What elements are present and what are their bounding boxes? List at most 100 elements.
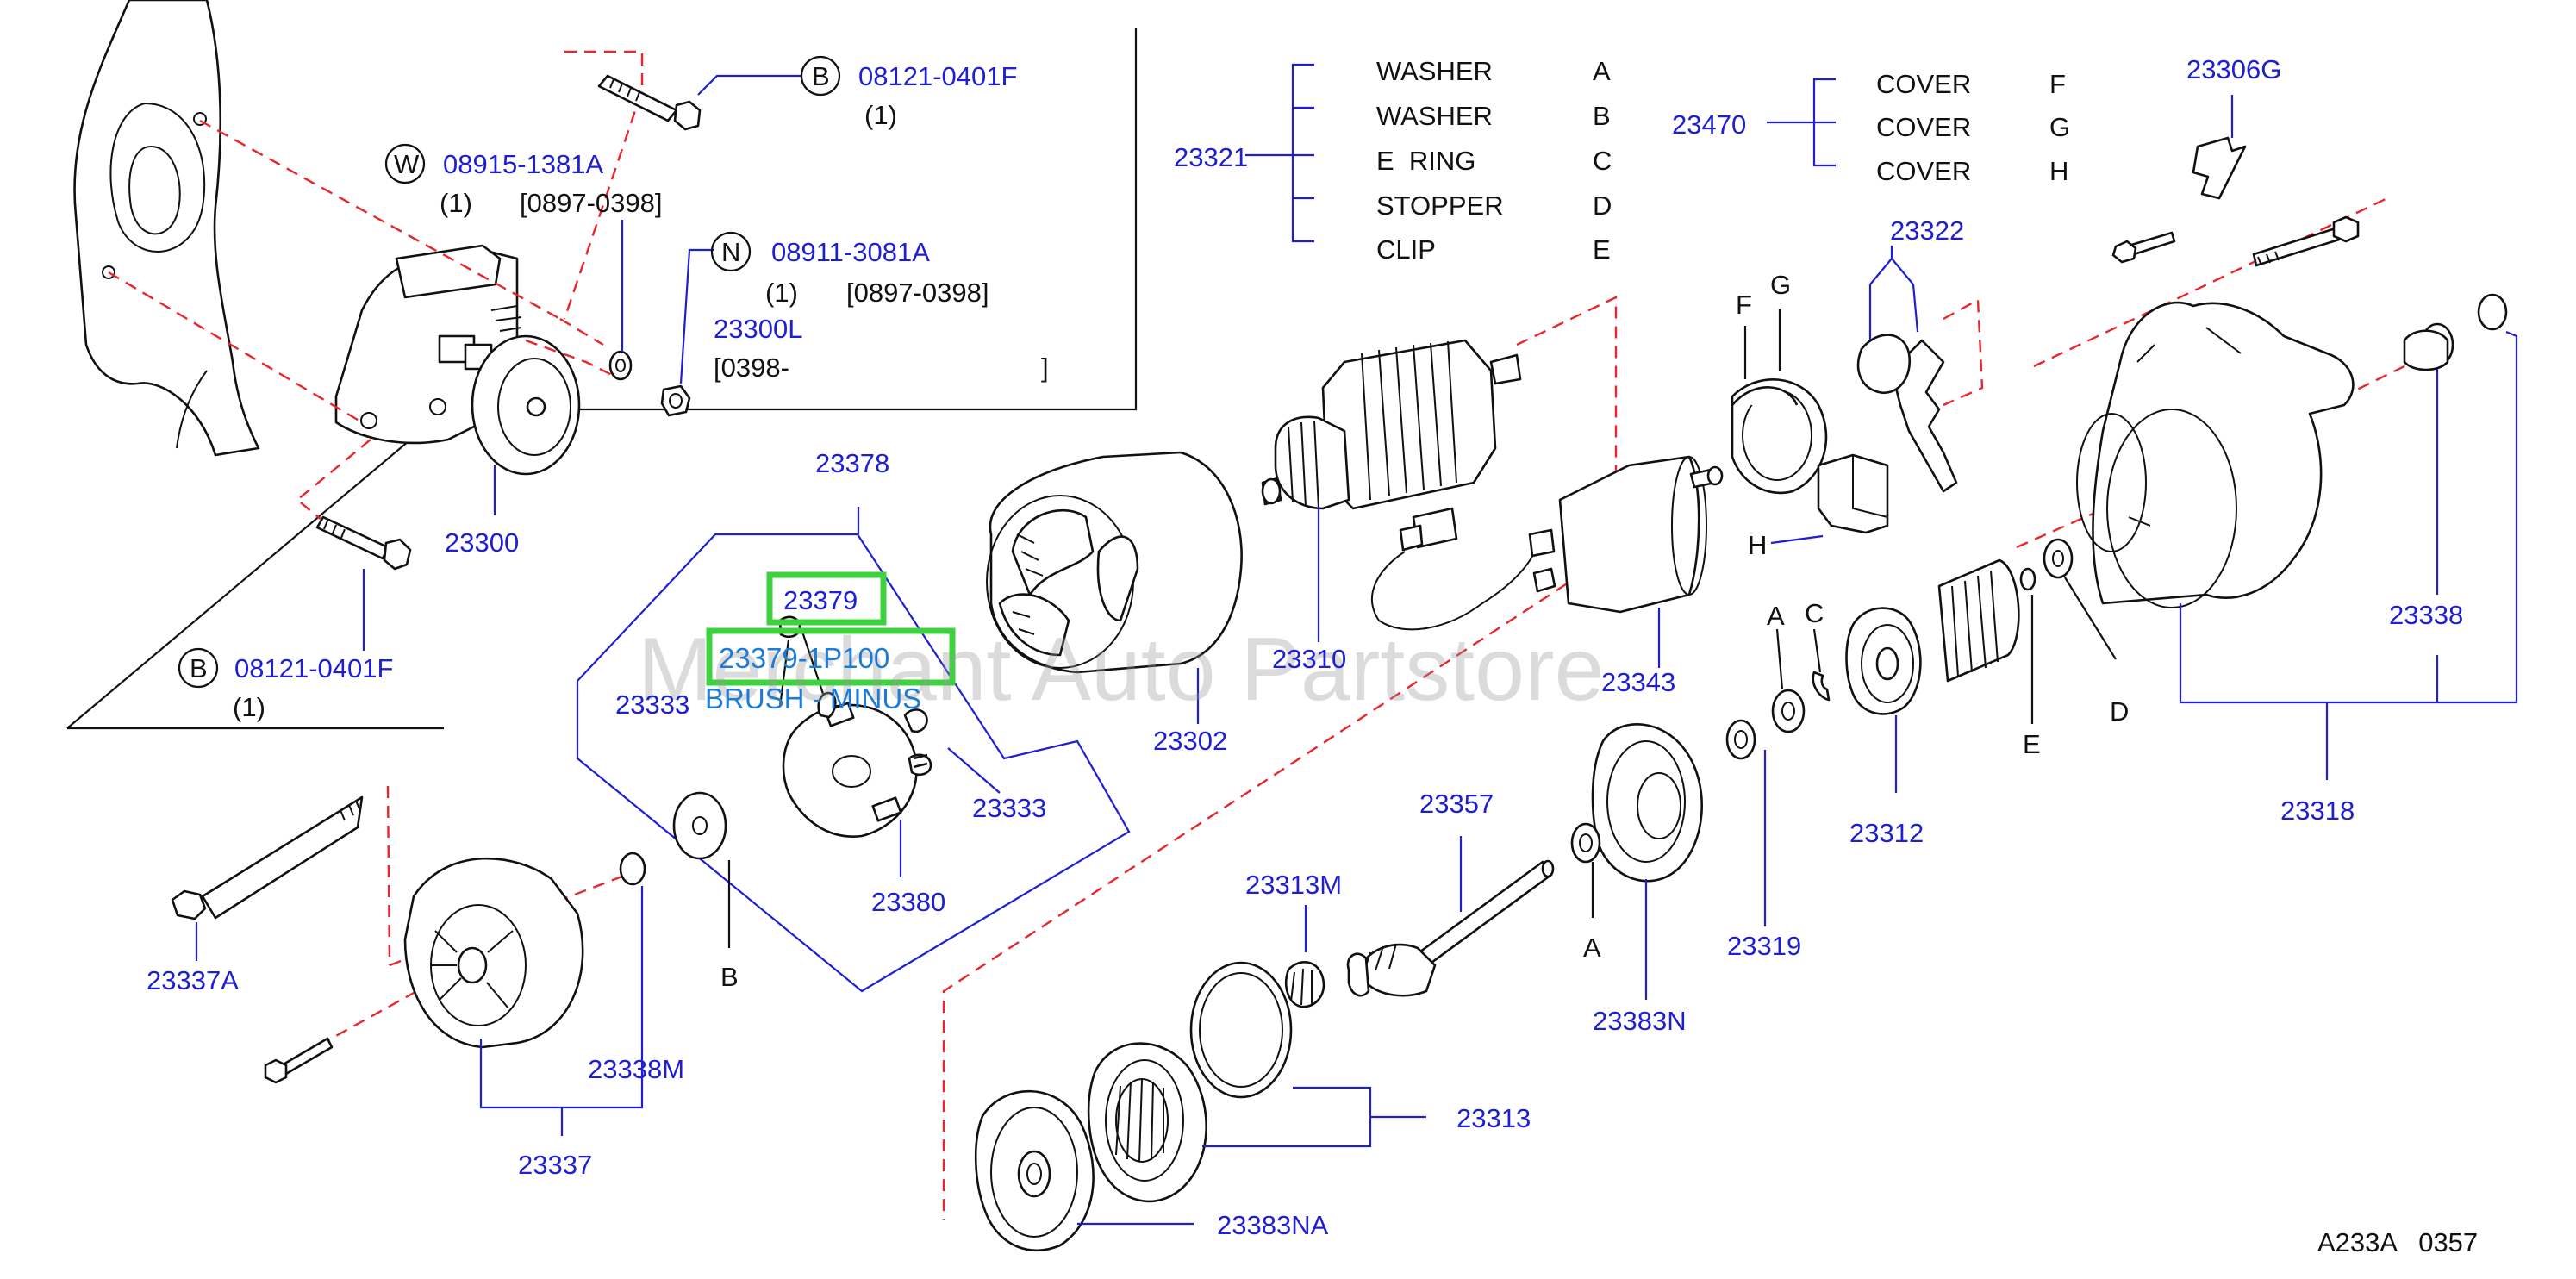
washer-a-left-hole	[1579, 833, 1593, 852]
guide-line	[942, 550, 1617, 1220]
part-number-23470[interactable]: 23470	[1672, 109, 1746, 140]
rear-cover-hub	[457, 946, 488, 984]
quantity-label: (1)	[864, 100, 897, 130]
part-number-23300l[interactable]: 23300L	[714, 314, 802, 344]
planet-gear-23313m	[1284, 961, 1325, 1008]
part-number-23383na[interactable]: 23383NA	[1217, 1210, 1329, 1240]
rear-cover-body	[403, 857, 584, 1049]
callout-letter-b-top: B	[812, 61, 830, 91]
part-number-23343[interactable]: 23343	[1601, 667, 1675, 697]
pinion-shaft-flange	[1346, 952, 1370, 997]
inset-boundary-line	[66, 28, 1138, 729]
part-number-23338[interactable]: 23338	[2389, 600, 2463, 630]
housing-bolt-head	[2332, 215, 2360, 243]
part-number-08915[interactable]: 08915-1381A	[443, 149, 603, 179]
part-number-23383n[interactable]: 23383N	[1593, 1006, 1687, 1036]
starter-motor-assembly	[334, 244, 581, 476]
guide-line	[199, 119, 561, 321]
legend-item-code: G	[2049, 112, 2070, 142]
armature-pinion-end	[1489, 353, 1522, 385]
bolt-threads	[609, 78, 640, 102]
washer-b-hole	[692, 816, 708, 835]
part-number-08121-top[interactable]: 08121-0401F	[858, 61, 1017, 91]
legend-23470	[1767, 78, 1836, 167]
part-number-23333-left[interactable]: 23333	[615, 689, 689, 720]
leader-washer-a-right	[1775, 628, 1784, 690]
rear-cover-screw-head	[264, 1058, 288, 1084]
connector-wire	[1370, 533, 1544, 631]
part-number-23337a[interactable]: 23337A	[147, 965, 239, 995]
letter-label-e: E	[2023, 729, 2041, 759]
letter-label-a-lower: A	[1583, 933, 1601, 963]
mount-bolt-bottom	[315, 515, 412, 571]
bracket-screw-head	[2111, 240, 2137, 264]
shift-lever	[1890, 339, 1958, 493]
solenoid-terminal	[1532, 567, 1556, 593]
part-number-23321[interactable]: 23321	[1174, 142, 1248, 172]
letter-label-b: B	[720, 962, 739, 992]
part-number-23313[interactable]: 23313	[1456, 1103, 1531, 1133]
leader-23313-bracket	[1202, 1086, 1372, 1148]
part-number-23379[interactable]: 23379	[783, 585, 858, 615]
legend-item-code: H	[2049, 156, 2068, 186]
front-cover-bushing-hole	[1026, 1163, 1042, 1185]
part-number-23319[interactable]: 23319	[1727, 931, 1801, 961]
callout-letter-w: W	[394, 149, 420, 179]
washer-a-right	[1771, 689, 1806, 733]
part-number-23306g[interactable]: 23306G	[2186, 54, 2281, 84]
figure-code: A233A 0357	[2317, 1227, 2478, 1257]
leader-23333-left	[778, 639, 790, 708]
brush-holder-cluster	[576, 507, 1131, 993]
part-number-23333-right[interactable]: 23333	[972, 793, 1046, 823]
date-range-label: [0897-0398]	[520, 188, 662, 218]
date-range-label-close: ]	[1041, 353, 1049, 383]
callout-circle-b-bottom	[178, 647, 219, 689]
part-number-23310[interactable]: 23310	[1272, 644, 1346, 674]
part-number-23322[interactable]: 23322	[1890, 215, 1964, 246]
bushing-23338-b	[2403, 329, 2449, 371]
stopper-d-hole	[2052, 550, 2064, 567]
part-number-23318[interactable]: 23318	[2280, 795, 2355, 826]
drive-housing	[2092, 301, 2355, 605]
solenoid-face	[1671, 456, 1707, 596]
connector-plug	[1399, 524, 1424, 552]
brush-lead	[817, 691, 837, 719]
armature-slots	[1361, 340, 1457, 501]
part-number-23300[interactable]: 23300	[445, 527, 519, 558]
part-number-23379-1p100[interactable]: 23379-1P100	[719, 642, 889, 674]
engine-bolt-hole	[193, 112, 207, 126]
commutator-bars	[1288, 420, 1319, 509]
part-number-23380[interactable]: 23380	[871, 887, 945, 917]
brush-holder-plate	[782, 703, 918, 838]
guide-line	[525, 339, 621, 381]
engine-edge	[176, 370, 208, 449]
part-number-23378[interactable]: 23378	[815, 448, 889, 478]
part-number-23302[interactable]: 23302	[1153, 726, 1227, 756]
date-range-label: [0398-	[714, 353, 789, 383]
engine-bore-inner	[128, 145, 181, 235]
part-number-08121-bottom[interactable]: 08121-0401F	[234, 653, 393, 683]
quantity-label: (1)	[440, 188, 472, 218]
field-coil	[998, 593, 1070, 657]
washer-a-right-hole	[1781, 702, 1795, 721]
part-number-23357[interactable]: 23357	[1419, 789, 1494, 819]
part-number-23337[interactable]: 23337	[518, 1150, 592, 1180]
guide-line	[1943, 298, 1984, 407]
part-number-23313m[interactable]: 23313M	[1245, 870, 1342, 900]
bolt-head	[673, 100, 702, 131]
starter-end-cover	[497, 358, 571, 456]
through-bolt-threads	[340, 800, 361, 821]
part-number-08911[interactable]: 08911-3081A	[771, 237, 930, 267]
internal-gear-23313	[1087, 1042, 1207, 1203]
legend-item-code: A	[1593, 56, 1611, 86]
part-number-23338m[interactable]: 23338M	[588, 1054, 684, 1084]
letter-label-d: D	[2110, 696, 2129, 727]
front-cover-bushing	[1017, 1150, 1051, 1198]
quantity-label: (1)	[233, 692, 265, 722]
solenoid-terminal	[1528, 528, 1556, 558]
part-number-23312[interactable]: 23312	[1849, 818, 1924, 848]
clutch-face	[1861, 624, 1914, 703]
engine-bore-outer	[109, 102, 206, 253]
leader-lines-inset	[362, 74, 801, 651]
housing-bolt-threads	[2257, 251, 2280, 266]
